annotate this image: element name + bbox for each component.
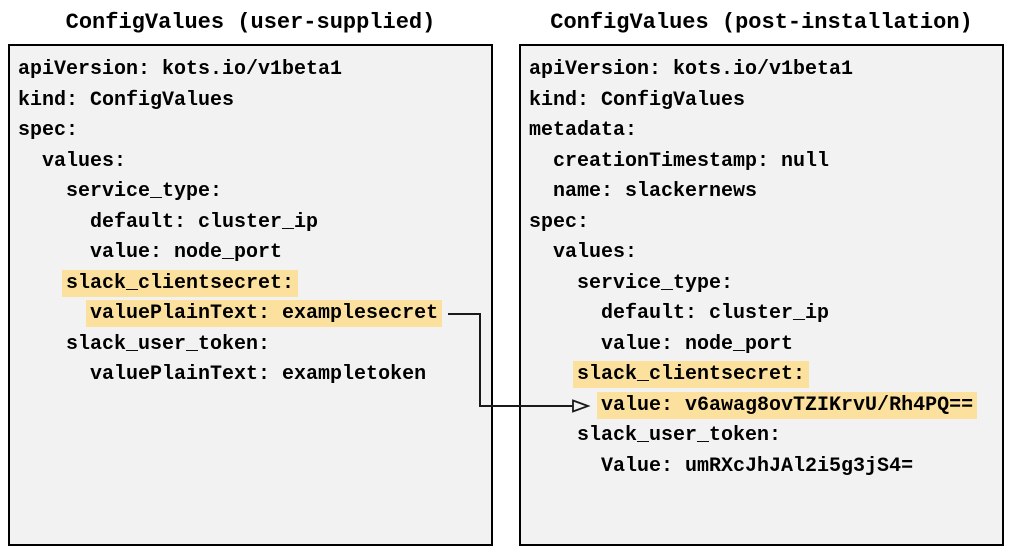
yaml-line: service_type:: [18, 177, 491, 208]
yaml-line: kind: ConfigValues: [529, 86, 1002, 117]
yaml-line: apiVersion: kots.io/v1beta1: [18, 55, 491, 86]
highlighted-yaml-text: slack_clientsecret:: [62, 269, 299, 297]
yaml-text: apiVersion: kots.io/v1beta1: [18, 58, 343, 81]
yaml-line: apiVersion: kots.io/v1beta1: [529, 55, 1002, 86]
yaml-text: name: slackernews: [553, 180, 758, 203]
yaml-line: Value: umRXcJhJAl2i5g3jS4=: [529, 452, 1002, 483]
panel-title-post-installation: ConfigValues (post-installation): [550, 10, 973, 35]
yaml-text: kind: ConfigValues: [529, 88, 746, 112]
yaml-line: value: v6awag8ovTZIKrvU/Rh4PQ==: [529, 391, 1002, 422]
yaml-line: slack_user_token:: [529, 421, 1002, 452]
yaml-line: value: node_port: [529, 330, 1002, 361]
yaml-text: value: node_port: [90, 241, 283, 264]
yaml-text: kind: ConfigValues: [18, 88, 235, 112]
yaml-line: name: slackernews: [529, 177, 1002, 208]
highlighted-yaml-text: value: v6awag8ovTZIKrvU/Rh4PQ==: [597, 391, 978, 419]
yaml-text: spec:: [529, 210, 590, 234]
yaml-text: values:: [42, 149, 127, 173]
yaml-line: values:: [18, 147, 491, 178]
yaml-text: default: cluster_ip: [90, 210, 319, 234]
yaml-line: valuePlainText: exampletoken: [18, 360, 491, 391]
yaml-line: spec:: [529, 208, 1002, 239]
config-panel-user-supplied: apiVersion: kots.io/v1beta1 kind: ConfigV…: [8, 44, 493, 546]
yaml-text: Value: umRXcJhJAl2i5g3jS4=: [601, 454, 914, 478]
yaml-text: service_type:: [577, 271, 734, 295]
panel-title-user-supplied: ConfigValues (user-supplied): [65, 10, 436, 35]
yaml-line: values:: [529, 238, 1002, 269]
yaml-text: slack_user_token:: [66, 332, 271, 356]
yaml-text: values:: [553, 241, 638, 264]
yaml-line: slack_user_token:: [18, 330, 491, 361]
yaml-text: apiVersion: kots.io/v1beta1: [529, 58, 854, 81]
yaml-line: spec:: [18, 116, 491, 147]
yaml-line: value: node_port: [18, 238, 491, 269]
yaml-text: metadata:: [529, 119, 638, 142]
yaml-line: service_type:: [529, 269, 1002, 300]
yaml-line: default: cluster_ip: [18, 208, 491, 239]
highlighted-yaml-text: valuePlainText: examplesecret: [86, 300, 443, 327]
yaml-line: slack_clientsecret:: [529, 360, 1002, 391]
highlighted-yaml-text: slack_clientsecret:: [573, 361, 810, 388]
config-panel-post-installation: apiVersion: kots.io/v1beta1 kind: ConfigV…: [519, 44, 1004, 546]
yaml-line: creationTimestamp: null: [529, 147, 1002, 178]
yaml-text: service_type:: [66, 180, 223, 203]
yaml-text: valuePlainText: exampletoken: [90, 363, 427, 386]
yaml-text: slack_user_token:: [577, 424, 782, 447]
yaml-text: value: node_port: [601, 332, 794, 356]
yaml-text: default: cluster_ip: [601, 302, 830, 325]
yaml-line: metadata:: [529, 116, 1002, 147]
yaml-text: creationTimestamp: null: [553, 149, 830, 173]
yaml-line: slack_clientsecret:: [18, 269, 491, 300]
yaml-line: default: cluster_ip: [529, 299, 1002, 330]
yaml-line: kind: ConfigValues: [18, 86, 491, 117]
yaml-text: spec:: [18, 119, 79, 142]
yaml-line: valuePlainText: examplesecret: [18, 299, 491, 330]
